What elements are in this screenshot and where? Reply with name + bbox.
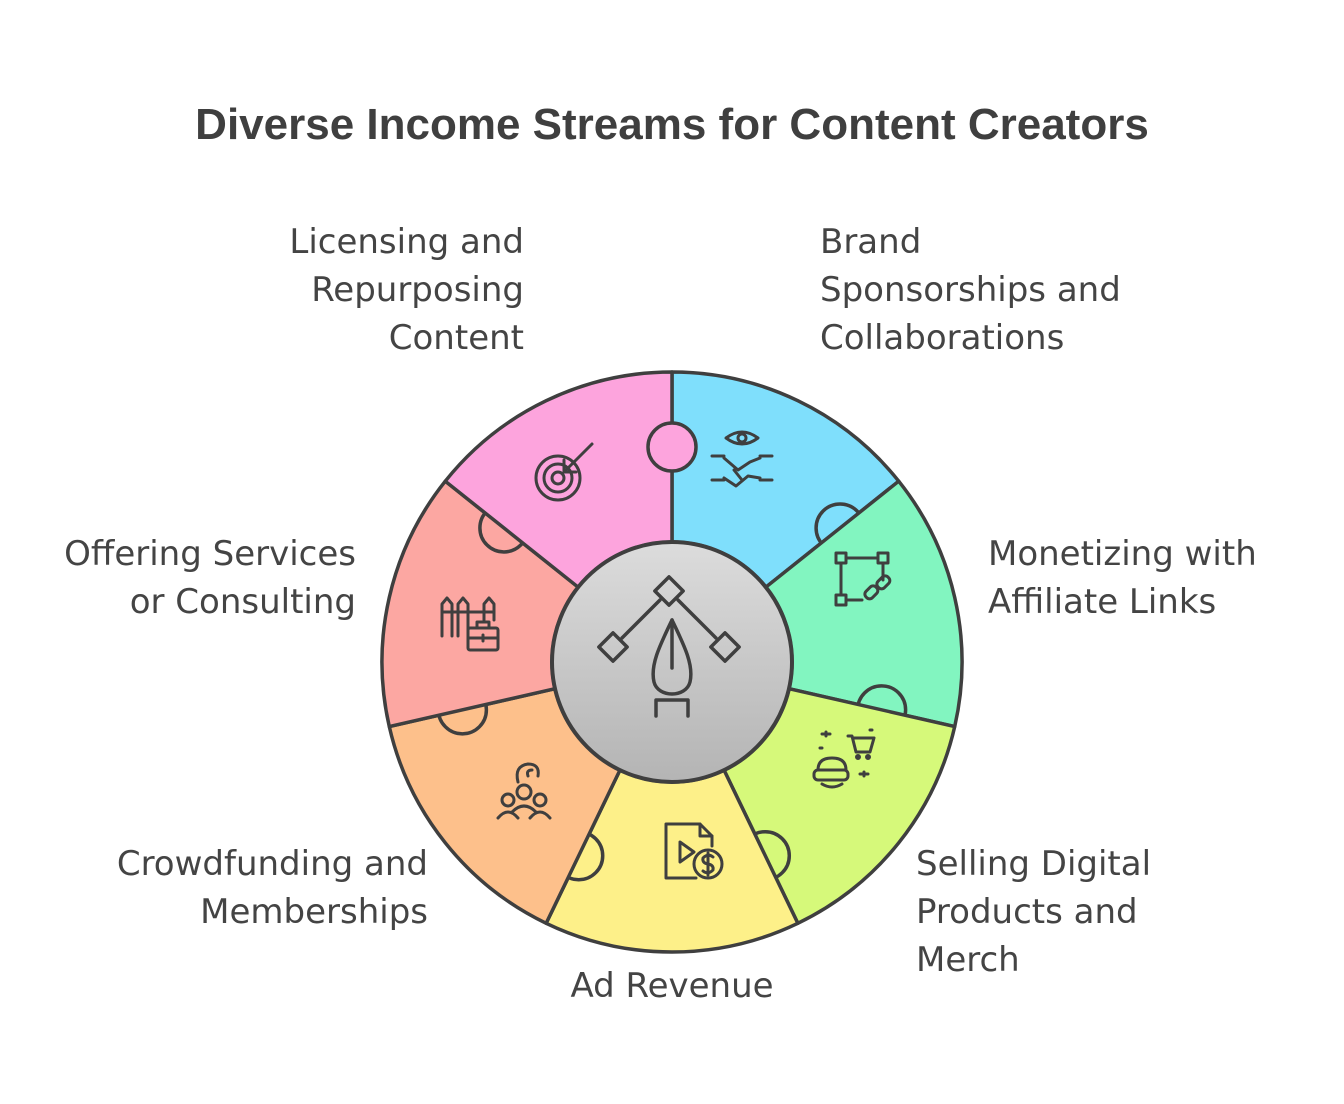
handshake-eye-icon — [710, 430, 774, 488]
link-path-icon — [834, 551, 892, 607]
fence-briefcase-icon — [440, 596, 500, 652]
label-affiliate-links: Monetizing with Affiliate Links — [988, 534, 1257, 622]
pen-tool-icon — [597, 575, 741, 718]
label-services-consulting: Offering Services or Consulting — [64, 534, 356, 622]
video-file-dollar-icon — [664, 822, 724, 880]
puzzle-knob-7 — [646, 421, 698, 473]
label-brand-sponsorships: Brand Sponsorships and Collaborations — [820, 222, 1121, 358]
target-arrow-icon — [534, 442, 594, 502]
label-crowdfunding: Crowdfunding and Memberships — [116, 844, 428, 932]
label-digital-products: Selling Digital Products and Merch — [916, 844, 1152, 980]
label-ad-revenue: Ad Revenue — [570, 966, 774, 1006]
page-title: Diverse Income Streams for Content Creat… — [195, 100, 1149, 149]
group-hand-icon — [496, 762, 552, 820]
vr-headset-cart-icon — [812, 728, 876, 789]
label-licensing: Licensing and Repurposing Content — [289, 222, 524, 358]
